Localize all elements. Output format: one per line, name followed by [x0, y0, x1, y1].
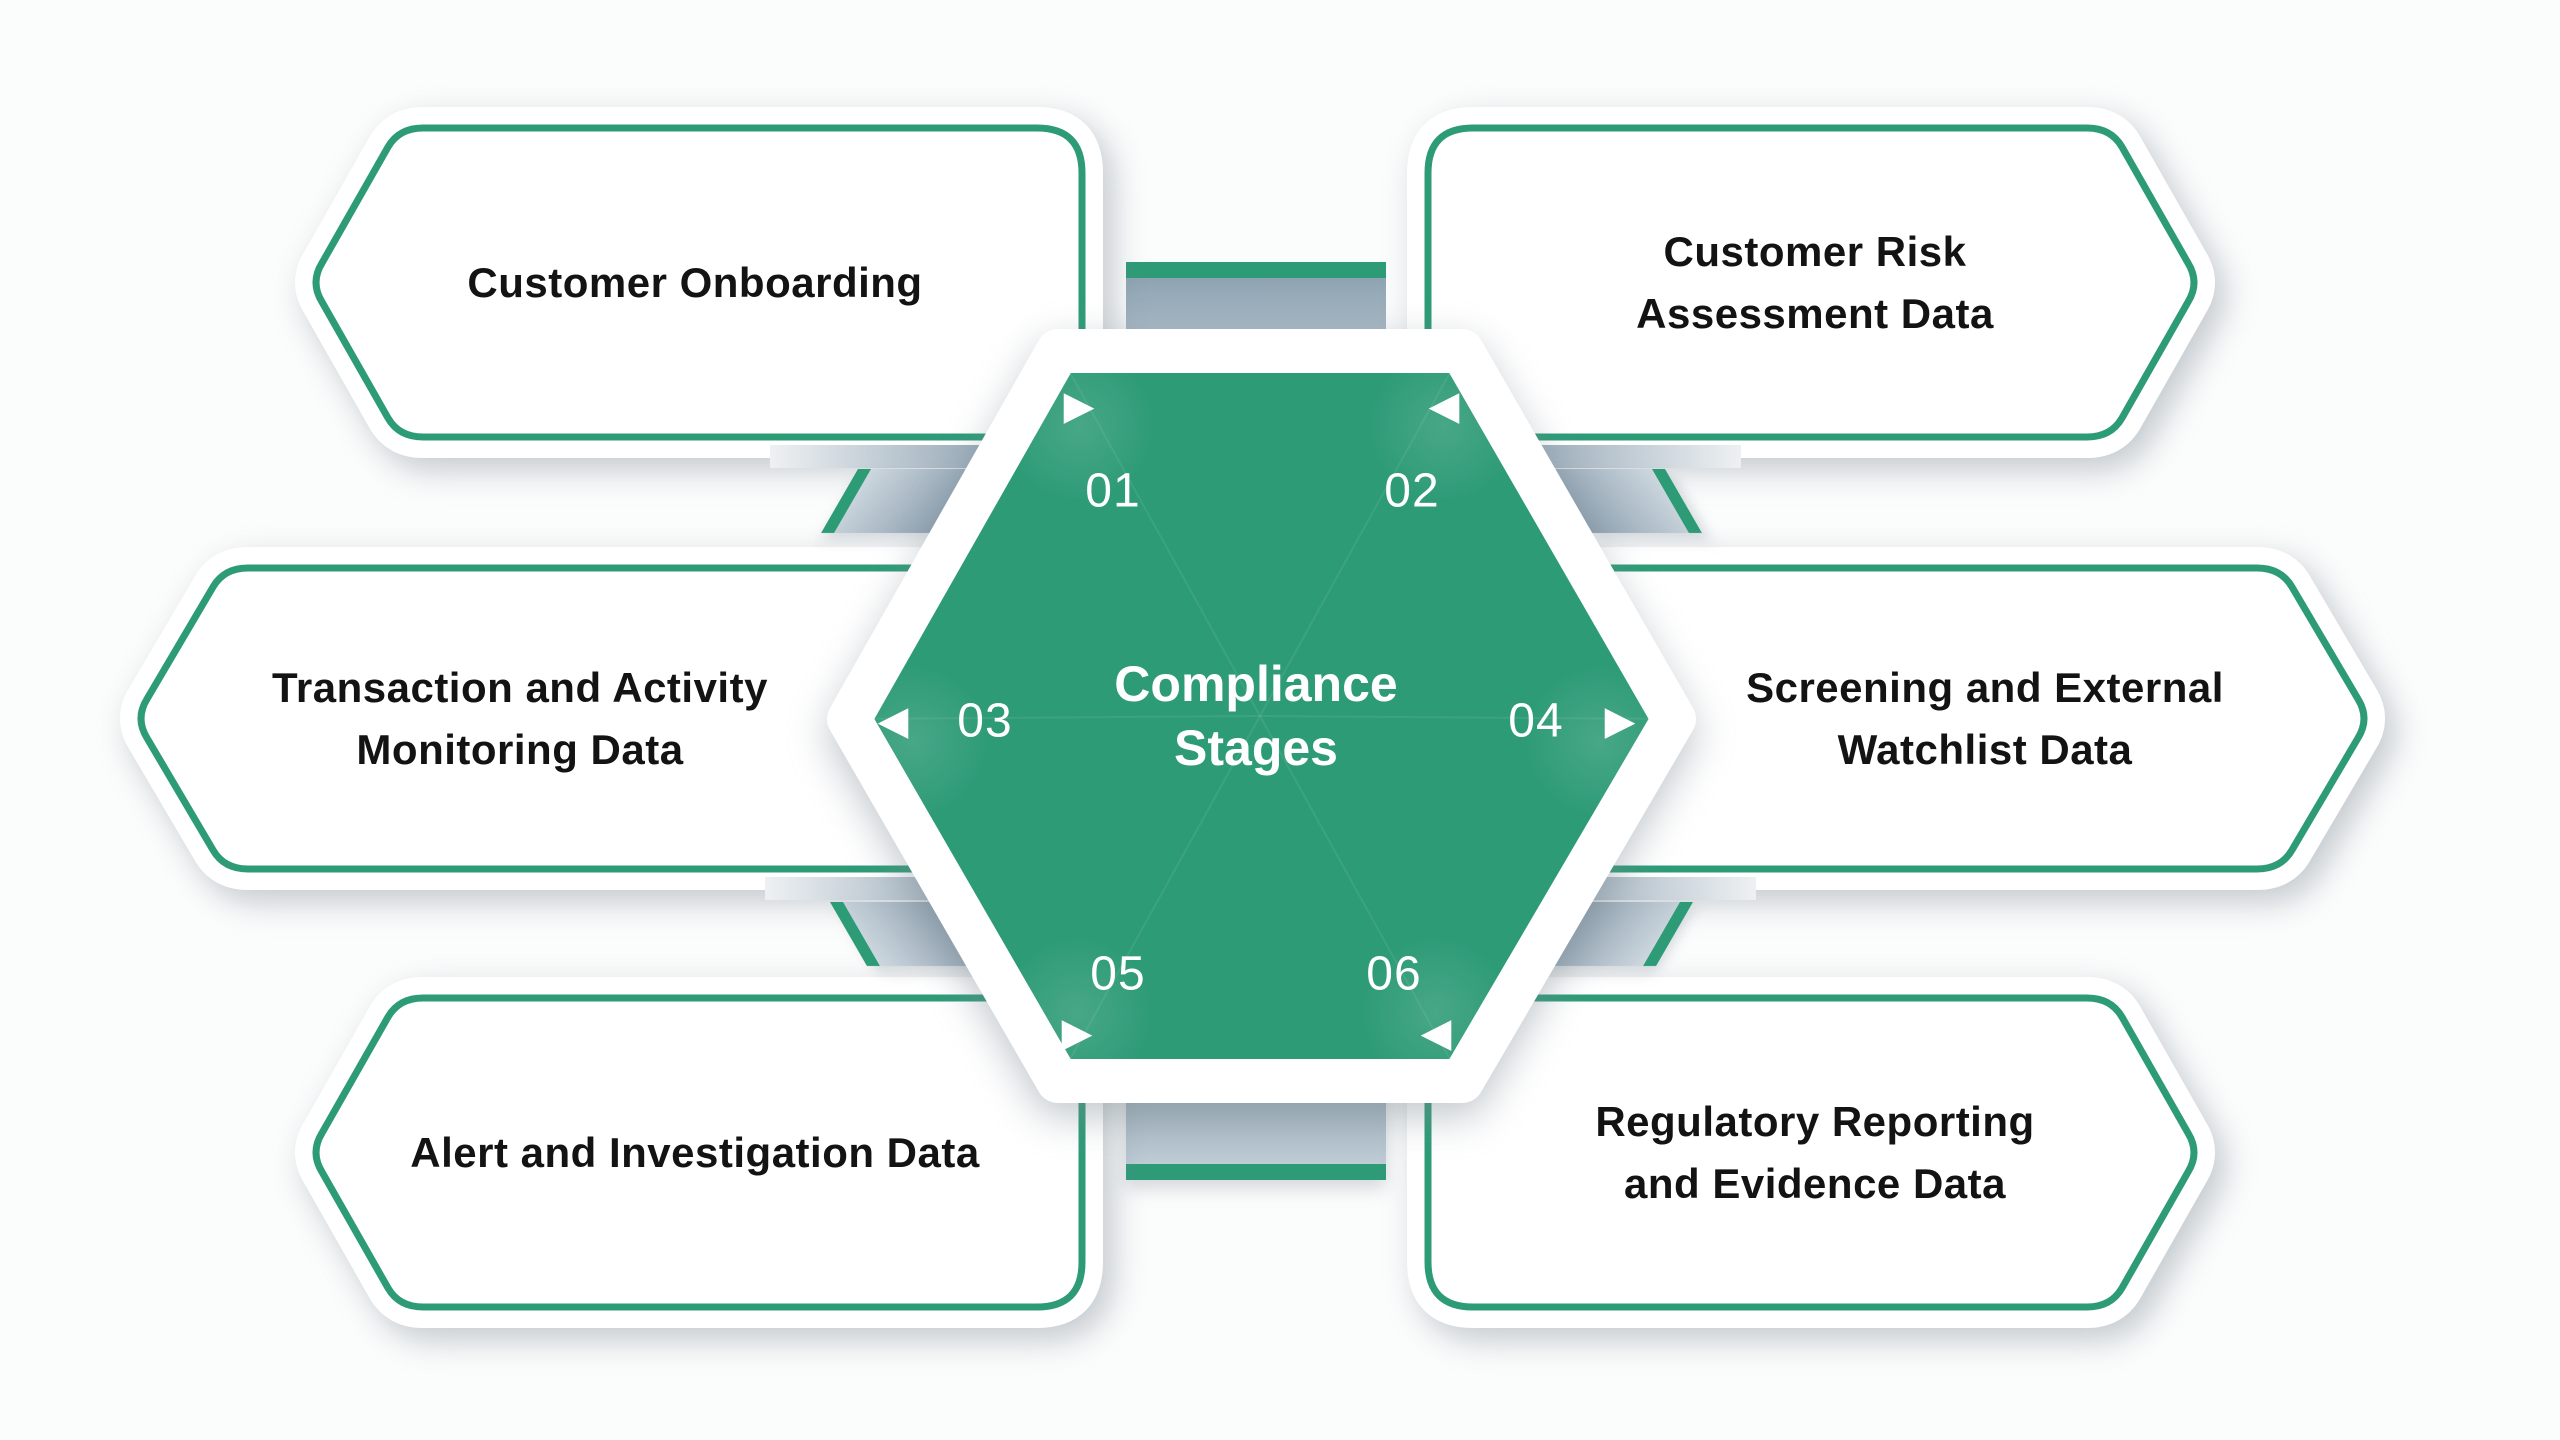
stage-number-04: 04 [1508, 694, 1564, 748]
stage-label-line: Transaction and Activity [272, 663, 768, 711]
stage-label-line: Watchlist Data [1837, 725, 2133, 773]
stage-box-06-shape [1407, 977, 2215, 1328]
stage-label-line: Monitoring Data [356, 725, 684, 773]
stage-box-01: Customer Onboarding [295, 107, 1103, 458]
stage-label-04: Screening and External Watchlist Data [1590, 560, 2380, 877]
stage-label-line: Regulatory Reporting [1595, 1097, 2035, 1145]
hexagon-title-line2: Stages [1174, 720, 1338, 776]
stage-label-02: Customer Risk Assessment Data [1420, 120, 2210, 445]
stage-label-line: Customer Onboarding [467, 258, 923, 306]
stage-box-03-shape [120, 547, 1043, 890]
stage-box-02-shape [1407, 107, 2215, 458]
stage-number-02: 02 [1384, 464, 1440, 518]
ribbon-band-upper-left [770, 445, 996, 468]
stage-box-01-shape [295, 107, 1103, 458]
stage-box-03: Transaction and Activity Monitoring Data [120, 547, 1043, 890]
stage-label-line: Alert and Investigation Data [410, 1128, 980, 1176]
stage-label-line: and Evidence Data [1624, 1159, 2006, 1207]
stage-box-02: Customer Risk Assessment Data [1407, 107, 2215, 458]
arrow-left-icon: ◀ [1420, 1010, 1452, 1056]
arrow-right-icon: ▶ [1061, 1010, 1093, 1056]
arrow-right-icon: ▶ [1063, 383, 1095, 429]
stage-number-05: 05 [1090, 947, 1146, 1001]
hexagon-title: Compliance Stages [956, 652, 1556, 780]
stage-label-01: Customer Onboarding [300, 120, 1090, 445]
stage-label-03: Transaction and Activity Monitoring Data [125, 560, 915, 877]
arrow-left-icon: ◀ [877, 698, 909, 744]
stage-label-line: Customer Risk [1663, 227, 1967, 275]
stage-box-05-shape [295, 977, 1103, 1328]
stage-label-05: Alert and Investigation Data [300, 990, 1090, 1315]
stage-number-06: 06 [1366, 947, 1422, 1001]
arrow-right-icon: ▶ [1604, 698, 1636, 744]
stage-label-06: Regulatory Reporting and Evidence Data [1420, 990, 2210, 1315]
ribbon-band-upper-right [1515, 445, 1741, 468]
stage-number-03: 03 [957, 694, 1013, 748]
stage-label-line: Screening and External [1746, 663, 2224, 711]
stage-box-06: Regulatory Reporting and Evidence Data [1407, 977, 2215, 1328]
hexagon-title-line1: Compliance [1114, 656, 1398, 712]
stage-label-line: Assessment Data [1636, 289, 1994, 337]
stage-box-05: Alert and Investigation Data [295, 977, 1103, 1328]
arrow-left-icon: ◀ [1428, 383, 1460, 429]
stage-number-01: 01 [1085, 464, 1141, 518]
